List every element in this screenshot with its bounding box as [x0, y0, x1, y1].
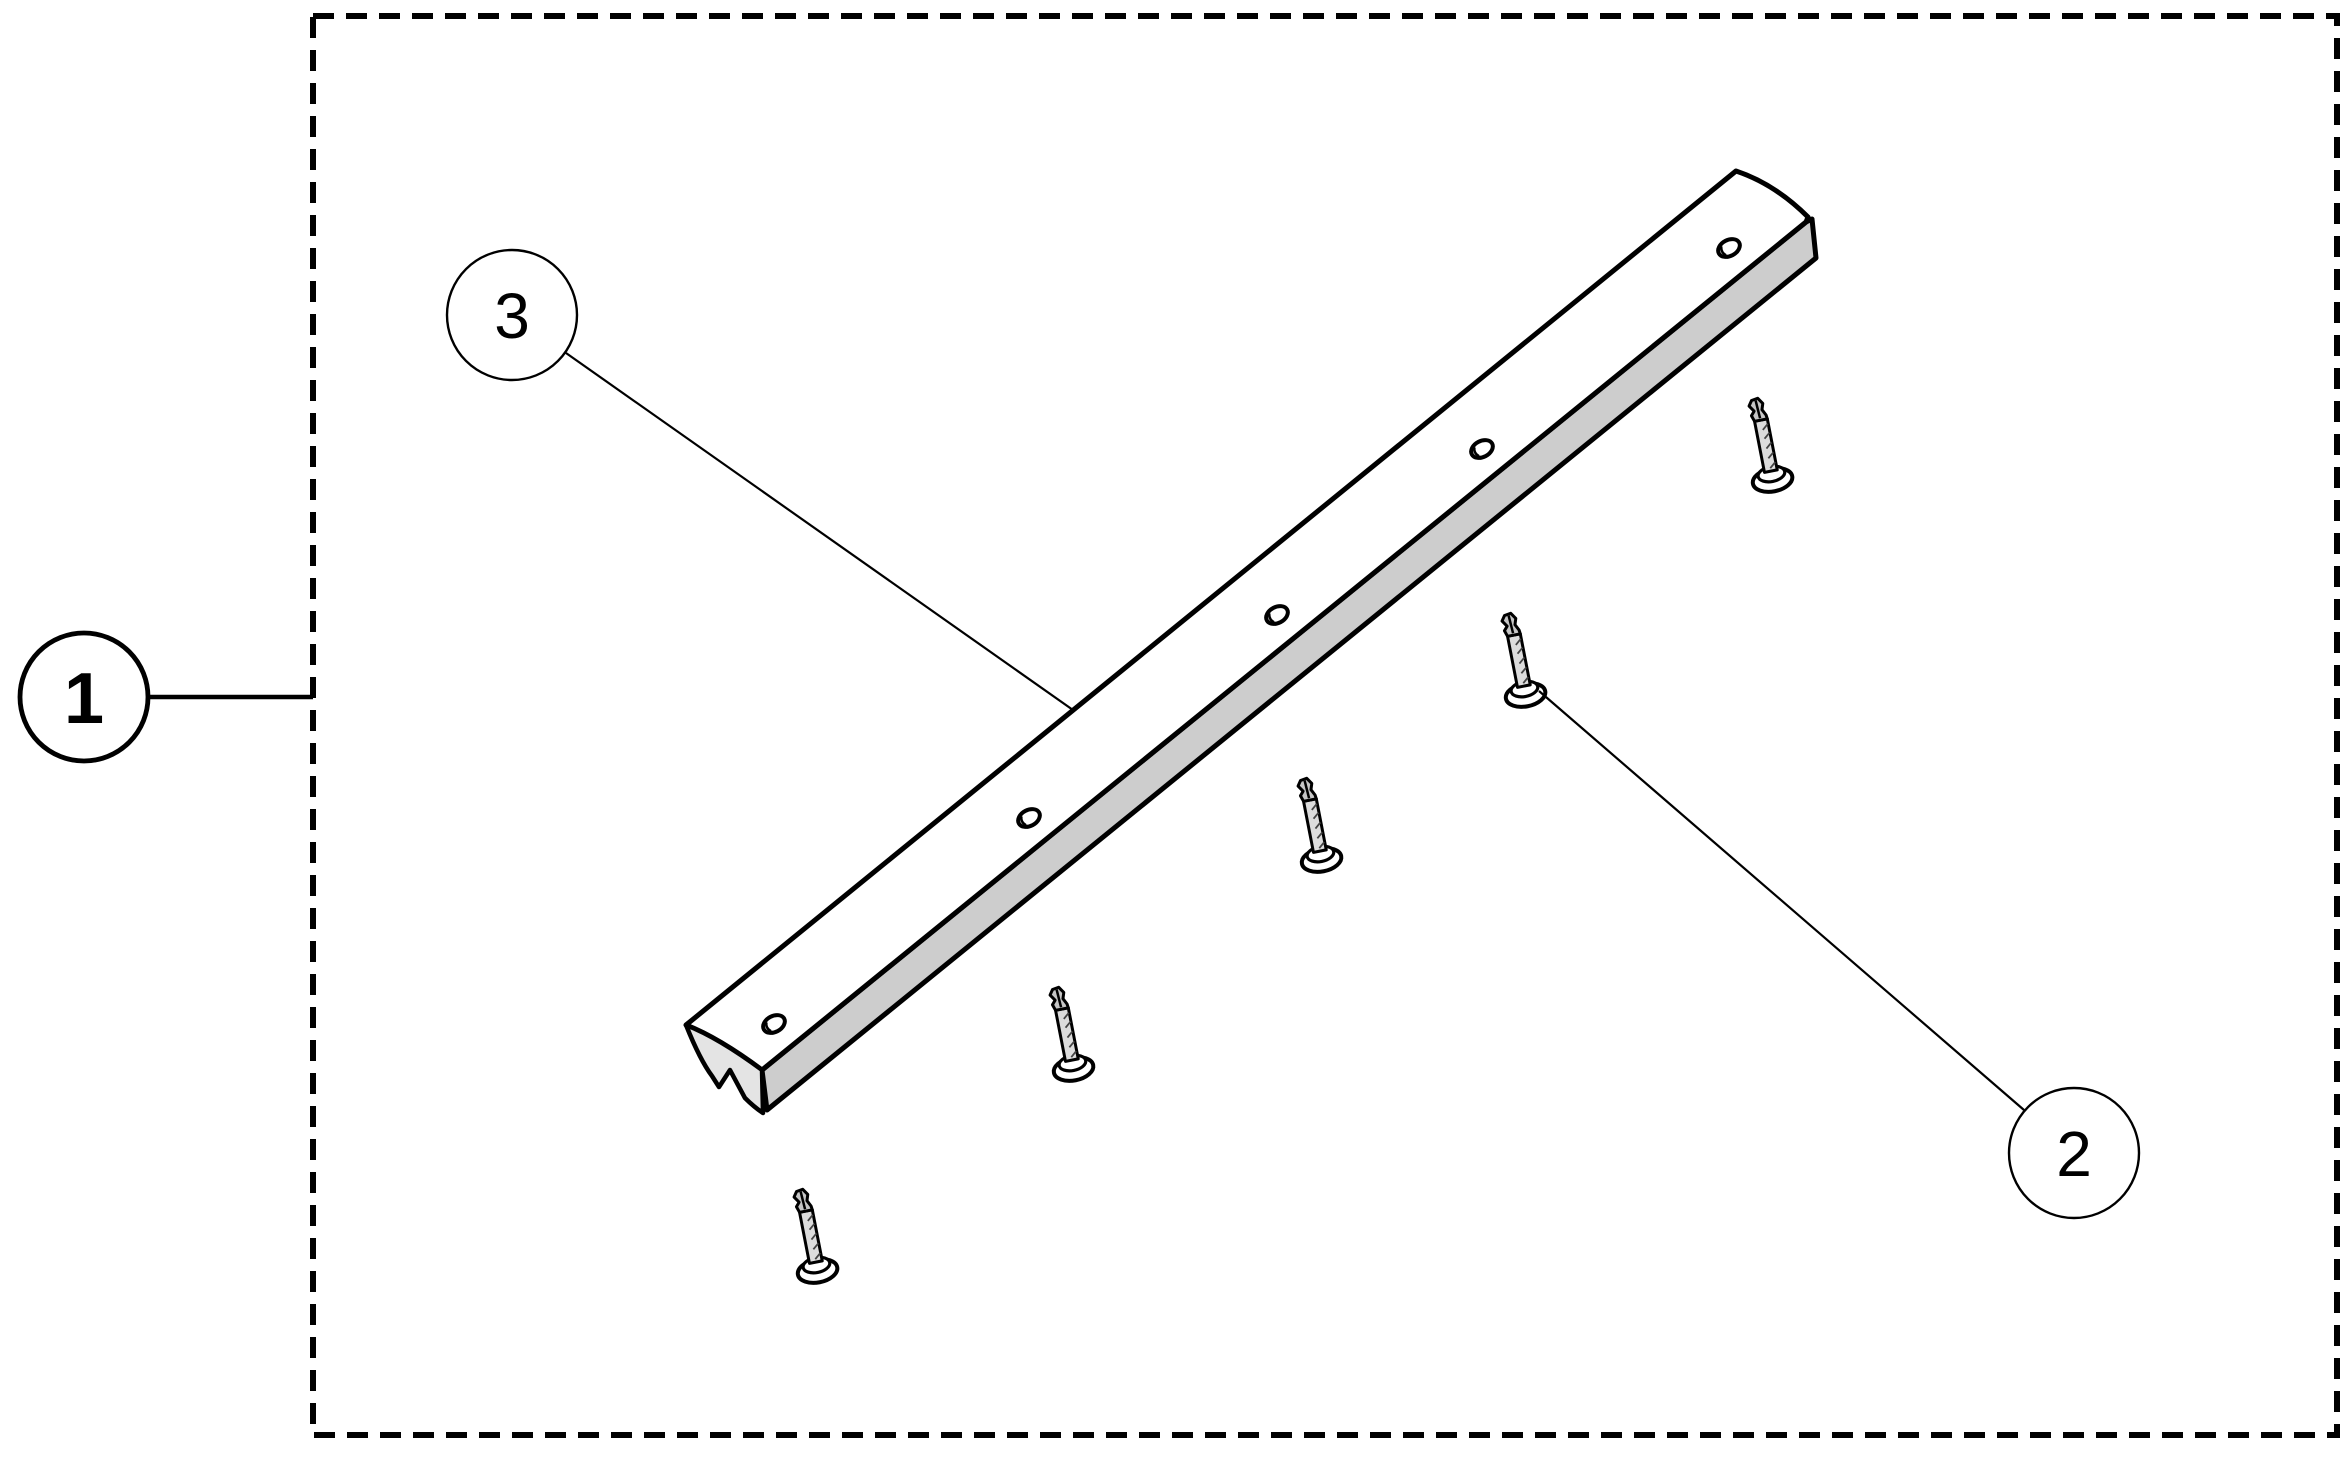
assembly-dashed-border	[310, 13, 2340, 1438]
screw-5	[780, 1183, 842, 1289]
screw-3	[1284, 772, 1346, 878]
rail-front-face	[759, 216, 1819, 1113]
rail-part	[683, 168, 1819, 1116]
callout-1-circle	[17, 630, 151, 764]
callout-2-leader-line	[1538, 690, 2025, 1111]
screw-4	[1036, 981, 1098, 1087]
callout-1-label: 1	[64, 659, 104, 739]
callout-2-circle	[2007, 1086, 2141, 1220]
callout-3: 3	[445, 248, 579, 382]
callout-2: 2	[2007, 1086, 2141, 1220]
rail-top-face	[683, 168, 1811, 1073]
callout-3-leader-line	[565, 352, 1074, 711]
callout-1: 1	[17, 630, 151, 764]
callout-3-label: 3	[494, 280, 530, 352]
screw-2	[1488, 607, 1550, 713]
callout-2-label: 2	[2056, 1118, 2092, 1190]
callout-3-circle	[445, 248, 579, 382]
screw-1	[1735, 392, 1797, 498]
rail-end-face	[683, 1022, 766, 1116]
